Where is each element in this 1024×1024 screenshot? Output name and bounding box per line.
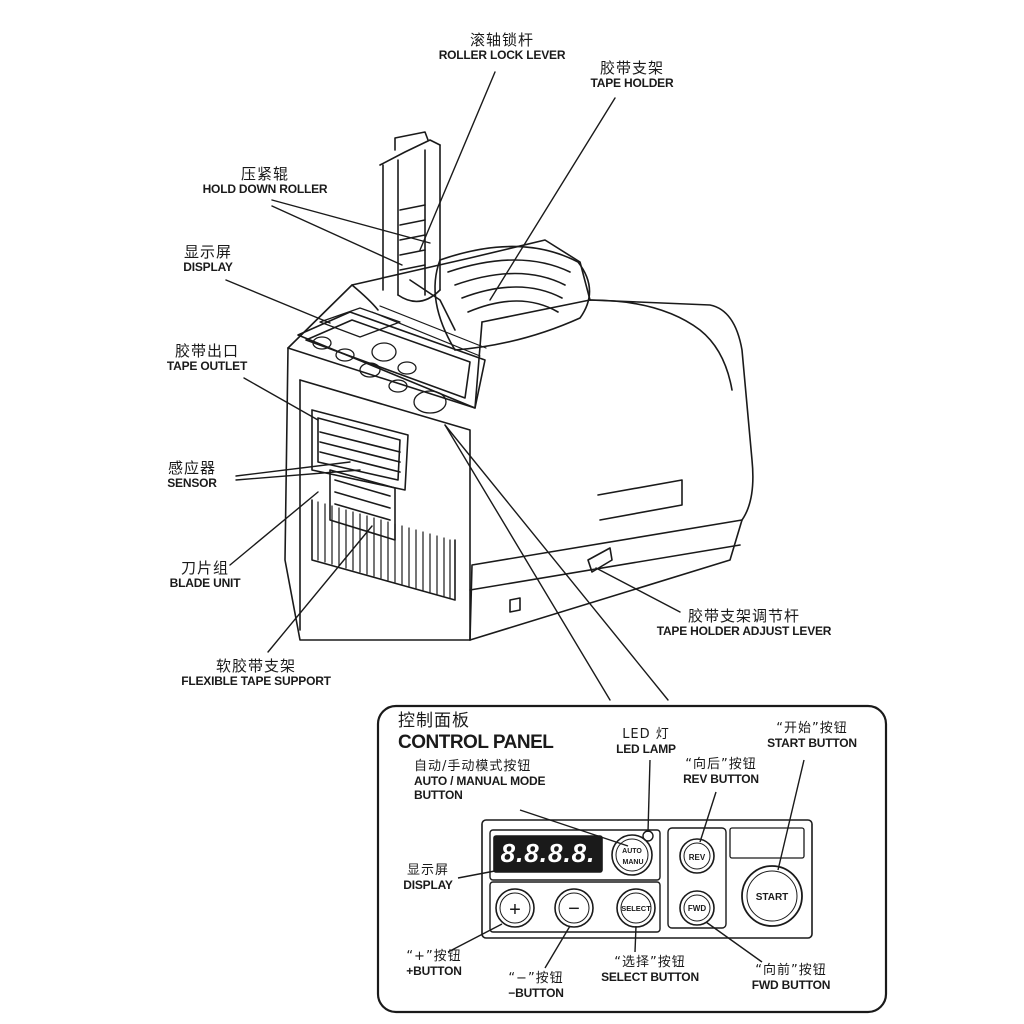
fwd-button-caption: “向前”按钮 FWD BUTTON (744, 963, 838, 993)
display-label: 显示屏 DISPLAY (168, 243, 248, 275)
sensor-zh: 感应器 (167, 459, 216, 477)
auto-manual-label: 自动/手动模式按钮 AUTO / MANUAL MODE BUTTON (414, 759, 546, 803)
start-caption-zh: “开始”按钮 (776, 721, 848, 736)
control-panel-title-zh: 控制面板 (398, 711, 470, 731)
rev-button-caption: “向后”按钮 REV BUTTON (676, 757, 766, 787)
plus-caption-en: +BUTTON (406, 963, 462, 978)
manu-button-label: MANU (623, 859, 644, 866)
led-lamp-label: LED 灯 LED LAMP (604, 727, 688, 757)
rev-button-label: REV (689, 853, 706, 862)
plus-button-caption: “+”按钮 +BUTTON (394, 949, 474, 979)
fwd-button-label: FWD (688, 904, 706, 913)
hold-down-roller-label: 压紧辊 HOLD DOWN ROLLER (190, 165, 340, 197)
rev-caption-zh: “向后”按钮 (685, 757, 757, 772)
sensor-en: SENSOR (167, 476, 217, 491)
sensor-label: 感应器 SENSOR (152, 459, 232, 491)
control-panel-frame (376, 704, 888, 1014)
minus-caption-zh: “−”按钮 (508, 971, 564, 986)
tape-holder-adjust-lever-en: TAPE HOLDER ADJUST LEVER (656, 624, 832, 639)
display-en: DISPLAY (183, 260, 233, 275)
tape-holder-label: 胶带支架 TAPE HOLDER (572, 59, 692, 91)
blade-unit-en: BLADE UNIT (169, 576, 241, 591)
select-button-label: SELECT (621, 904, 651, 913)
tape-holder-zh: 胶带支架 (599, 59, 664, 77)
flexible-tape-support-en: FLEXIBLE TAPE SUPPORT (181, 674, 331, 689)
adjust-lever (509, 479, 683, 613)
flexible-tape-support-label: 软胶带支架 FLEXIBLE TAPE SUPPORT (166, 657, 346, 689)
tape-slot (371, 305, 487, 357)
fwd-caption-zh: “向前”按钮 (755, 963, 827, 978)
roller-lock-lever-zh: 滚轴锁杆 (469, 31, 534, 49)
tape-holder-adjust-lever-label: 胶带支架调节杆 TAPE HOLDER ADJUST LEVER (644, 607, 844, 639)
blade-unit-zh: 刀片组 (180, 559, 229, 577)
flexible-tape-support-zh: 软胶带支架 (215, 657, 296, 675)
tape-holder-adjust-lever-zh: 胶带支架调节杆 (687, 607, 800, 625)
tape-roll (434, 245, 591, 351)
roller-lock-lever-label: 滚轴锁杆 ROLLER LOCK LEVER (432, 31, 572, 63)
auto-manual-zh: 自动/手动模式按钮 (414, 759, 532, 774)
control-panel-title: 控制面板 CONTROL PANEL (398, 711, 554, 753)
plus-button-label: + (509, 899, 521, 921)
auto-manual-en2: BUTTON (414, 787, 463, 802)
tape-outlet-en: TAPE OUTLET (166, 359, 248, 374)
fwd-caption-en: FWD BUTTON (751, 977, 831, 992)
led-lamp-zh: LED 灯 (622, 727, 670, 742)
tape-outlet-label: 胶带出口 TAPE OUTLET (152, 342, 262, 374)
machine-panel-buttons (312, 307, 447, 414)
start-button-caption: “开始”按钮 START BUTTON (760, 721, 864, 751)
leader-lines (225, 71, 681, 701)
auto-manual-en1: AUTO / MANUAL MODE (414, 773, 546, 788)
panel-display-caption: 显示屏 DISPLAY (396, 863, 460, 893)
minus-button-label: − (568, 898, 580, 920)
select-caption-en: SELECT BUTTON (601, 969, 699, 984)
hold-down-roller-zh: 压紧辊 (240, 165, 289, 183)
plus-caption-zh: “+”按钮 (406, 949, 462, 964)
tape-outlet-zh: 胶带出口 (174, 342, 239, 360)
display-digits: 8.8.8.8. (501, 838, 596, 868)
start-caption-en: START BUTTON (767, 735, 857, 750)
display-zh: 显示屏 (183, 243, 232, 261)
start-button-label: START (756, 892, 789, 903)
select-caption-zh: “选择”按钮 (614, 955, 686, 970)
roller-lever (379, 131, 456, 331)
roller-lock-lever-en: ROLLER LOCK LEVER (438, 48, 566, 63)
auto-button-label: AUTO (622, 848, 642, 855)
minus-caption-en: −BUTTON (508, 985, 564, 1000)
select-button-caption: “选择”按钮 SELECT BUTTON (592, 955, 708, 985)
panel-display-zh: 显示屏 (406, 863, 449, 878)
blade-unit-label: 刀片组 BLADE UNIT (160, 559, 250, 591)
panel-display-en: DISPLAY (403, 877, 453, 892)
led-lamp-en: LED LAMP (616, 741, 676, 756)
hold-down-roller-en: HOLD DOWN ROLLER (202, 182, 328, 197)
control-panel-title-en: CONTROL PANEL (398, 731, 554, 753)
tape-holder-en: TAPE HOLDER (590, 76, 674, 91)
vent-grille (317, 501, 451, 599)
panel-leader-lines (447, 759, 805, 969)
rev-caption-en: REV BUTTON (683, 771, 759, 786)
machine-body (284, 239, 754, 641)
minus-button-caption: “−”按钮 −BUTTON (496, 971, 576, 1001)
